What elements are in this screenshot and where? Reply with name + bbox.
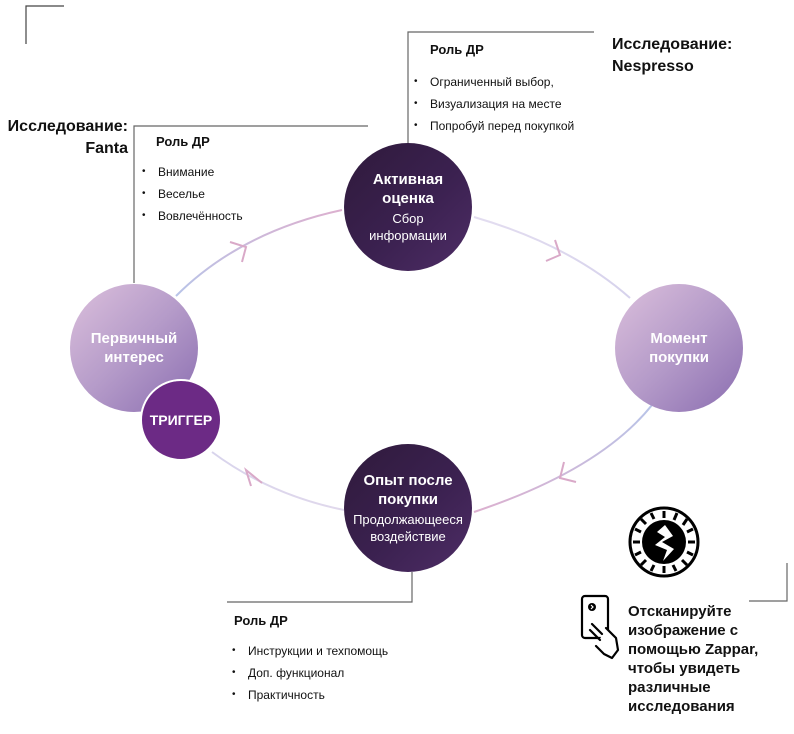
arc-interest-to-active (175, 209, 343, 297)
role-title: Роль ДР (156, 134, 210, 149)
role-box-nespresso: Роль ДР Ограниченный выбор, Визуализация… (414, 42, 574, 137)
role-item: Вовлечённость (142, 205, 243, 227)
role-item: Ограниченный выбор, (414, 71, 574, 93)
role-title: Роль ДР (234, 613, 288, 628)
role-box-fanta: Роль ДР Внимание Веселье Вовлечённость (142, 134, 243, 227)
phone-hand-icon (580, 594, 620, 660)
trigger-label: ТРИГГЕР (149, 411, 213, 428)
role-item: Внимание (142, 161, 243, 183)
study-nespresso-label: Исследование: Nespresso (612, 34, 732, 78)
scan-instruction: Отсканируйте изображение с помощью Zappa… (628, 602, 758, 716)
study-fanta-line1: Исследование: (7, 118, 128, 135)
arrowhead-3 (558, 461, 577, 483)
stage-title-line2: оценка (382, 190, 434, 207)
stage-active-evaluation: Активная оценка Сбор информации (344, 143, 472, 271)
arrowhead-4-shape (244, 467, 263, 487)
scan-line: исследования (628, 698, 735, 715)
study-nespresso-line2: Nespresso (612, 58, 694, 75)
role-item: Веселье (142, 183, 243, 205)
corner-bracket-bottom-right (749, 563, 788, 602)
arrowhead-1 (229, 241, 248, 263)
connector-after (227, 572, 413, 603)
trigger-badge: ТРИГГЕР (140, 379, 222, 461)
stage-title-line1: Активная (372, 171, 444, 188)
role-item: Практичность (232, 684, 388, 706)
arrowhead-2 (545, 239, 562, 262)
role-item: Попробуй перед покупкой (414, 115, 574, 137)
scan-line: Отсканируйте (628, 603, 732, 620)
connector-nespresso (407, 31, 594, 146)
study-fanta-line2: Fanta (85, 140, 128, 157)
connector-fanta (133, 125, 368, 283)
stage-title-line2: интерес (104, 349, 164, 366)
scan-line: помощью Zappar, (628, 641, 759, 658)
role-item: Доп. функционал (232, 662, 388, 684)
study-nespresso-line1: Исследование: (612, 36, 733, 53)
arc-after-to-trigger (211, 451, 345, 511)
stage-purchase-moment: Момент покупки (615, 284, 743, 412)
stage-title-line2: покупки (378, 491, 438, 508)
role-item: Инструкции и техпомощь (232, 640, 388, 662)
stage-post-purchase: Опыт после покупки Продолжающееся воздей… (344, 444, 472, 572)
role-box-after-purchase: Роль ДР Инструкции и техпомощь Доп. функ… (232, 613, 388, 706)
stage-subtitle-line2: воздействие (370, 529, 446, 544)
stage-subtitle-line1: Продолжающееся (353, 512, 463, 527)
scan-line: различные (628, 679, 711, 696)
stage-initial-interest: Первичный интерес (70, 284, 198, 412)
stage-title-line1: Момент (650, 330, 708, 347)
stage-title-line2: покупки (649, 349, 709, 366)
stage-title-line1: Опыт после (363, 472, 453, 489)
role-item: Визуализация на месте (414, 93, 574, 115)
stage-subtitle-line1: Сбор (392, 211, 424, 226)
stage-subtitle-line2: информации (369, 228, 447, 243)
zappar-logo-icon (628, 506, 700, 578)
stage-title-line1: Первичный (90, 330, 178, 347)
role-title: Роль ДР (430, 42, 484, 57)
study-fanta-label: Исследование: Fanta (6, 116, 128, 160)
scan-line: чтобы увидеть (628, 660, 741, 677)
scan-line: изображение с (628, 622, 739, 639)
corner-bracket-top-left (25, 5, 64, 44)
arc-active-to-purchase (473, 216, 631, 299)
arc-purchase-to-after (473, 404, 653, 513)
